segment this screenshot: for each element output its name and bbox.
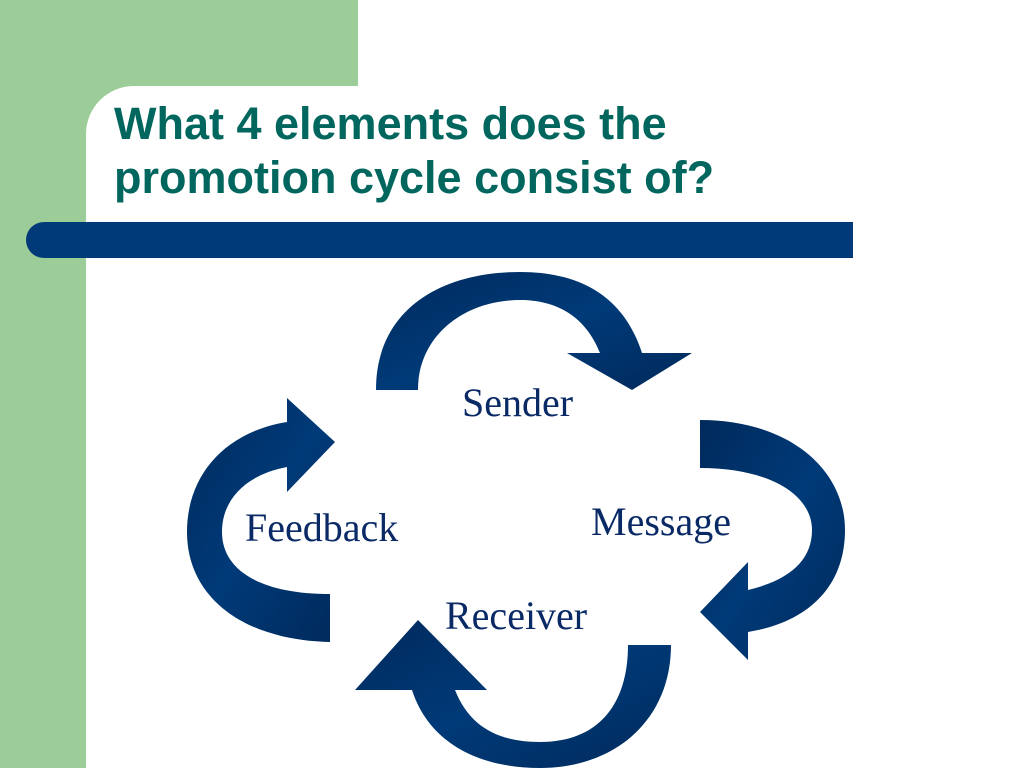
node-label-sender: Sender	[462, 380, 574, 425]
content-panel	[86, 86, 1024, 768]
node-label-feedback: Feedback	[245, 505, 399, 550]
arrow-sender-to-message	[376, 272, 692, 390]
arrow-feedback-to-sender	[187, 398, 335, 642]
arrow-receiver-to-feedback	[355, 620, 671, 768]
arrow-message-to-receiver	[700, 420, 845, 660]
slide-title: What 4 elements does the promotion cycle…	[114, 98, 715, 203]
node-label-message: Message	[591, 499, 731, 544]
node-label-receiver: Receiver	[445, 593, 588, 638]
title-underline-bar	[26, 222, 853, 258]
